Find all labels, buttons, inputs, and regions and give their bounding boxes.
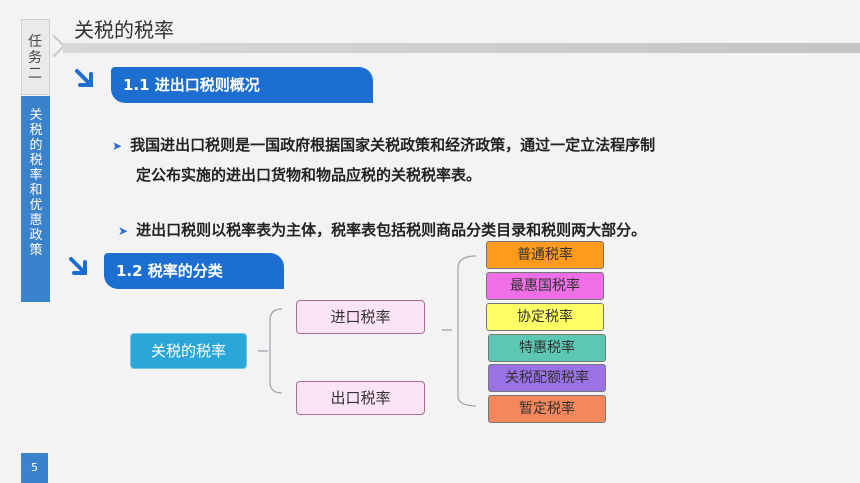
rate-item: 暂定税率	[488, 395, 606, 423]
export-rate-node: 出口税率	[296, 381, 425, 415]
section-heading-1: 1.1 进出口税则概况	[111, 67, 373, 103]
page-number: 5	[21, 453, 48, 483]
rate-item: 普通税率	[486, 241, 604, 269]
task-tab: 任务二	[21, 19, 50, 95]
section-heading-2: 1.2 税率的分类	[104, 253, 284, 289]
bullet-arrow-icon: ➤	[112, 139, 123, 153]
bullet-item: ➤ 我国进出口税则是一国政府根据国家关税政策和经济政策，通过一定立法程序制	[112, 130, 792, 161]
bullet-item: ➤ 进出口税则以税率表为主体，税率表包括税则商品分类目录和税则两大部分。	[118, 215, 798, 246]
arrow-down-right-icon	[75, 69, 93, 87]
bullet-text: 我国进出口税则是一国政府根据国家关税政策和经济政策，通过一定立法程序制	[130, 136, 656, 154]
task-label: 任务二	[28, 34, 42, 82]
rate-item: 关税配额税率	[488, 364, 606, 392]
import-rate-node: 进口税率	[296, 300, 425, 334]
rate-item: 最惠国税率	[486, 272, 604, 300]
bullet-continuation: 定公布实施的进出口货物和物品应税的关税税率表。	[136, 166, 482, 184]
bullet-arrow-icon: ➤	[118, 224, 129, 238]
rate-item: 特惠税率	[488, 334, 606, 362]
tree-root-node: 关税的税率	[130, 333, 247, 369]
rate-item: 协定税率	[486, 303, 604, 331]
page-title: 关税的税率	[74, 18, 174, 42]
bullet-text: 进出口税则以税率表为主体，税率表包括税则商品分类目录和税则两大部分。	[136, 221, 647, 239]
chapter-label: 关税的税率和优惠政策	[29, 108, 43, 258]
arrow-down-right-icon	[69, 257, 87, 275]
chapter-tab: 关税的税率和优惠政策	[21, 96, 50, 302]
title-divider	[63, 43, 860, 53]
